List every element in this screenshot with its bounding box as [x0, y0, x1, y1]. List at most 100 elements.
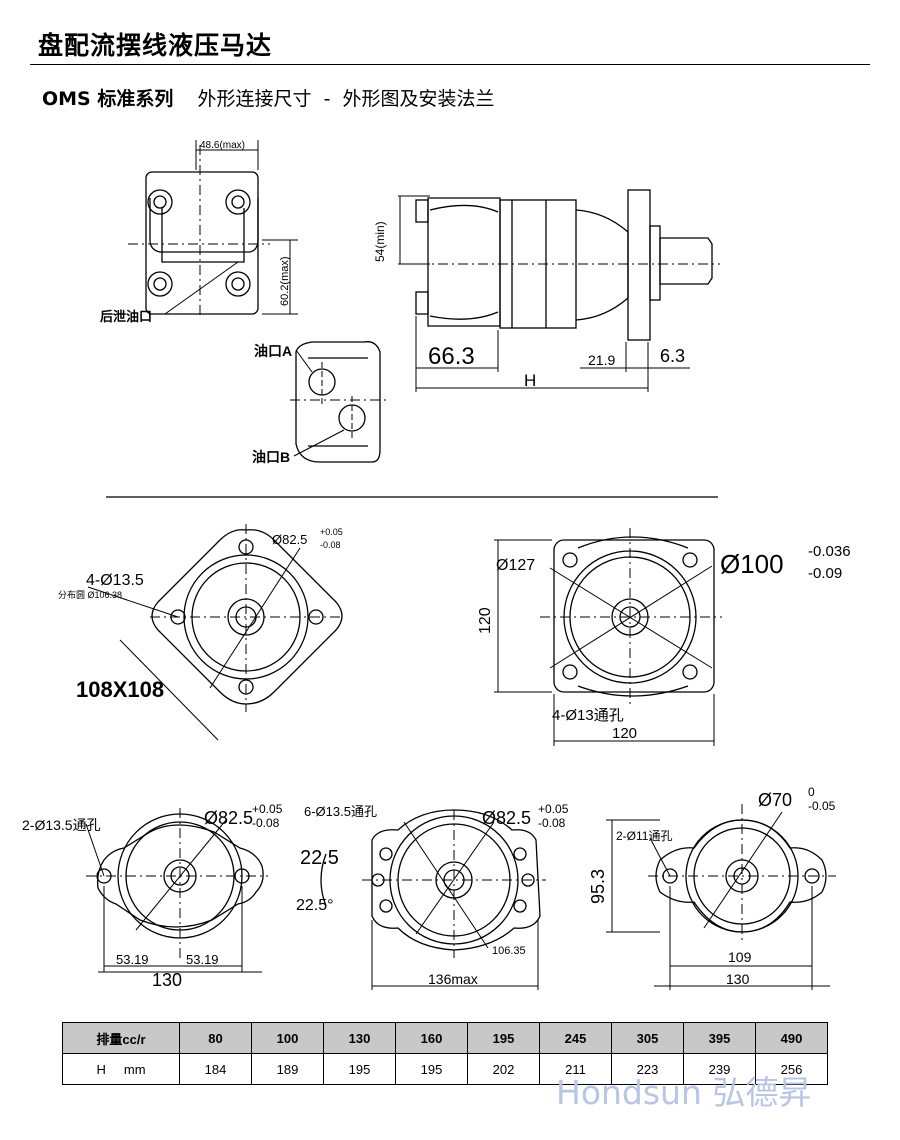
flange-2h-holes-label: 2-Ø13.5通孔 — [22, 817, 101, 833]
rear-cover-profile — [429, 204, 499, 320]
watermark: Hondsun 弘德昇 — [556, 1073, 812, 1112]
bolt-hole-top-right-inner — [231, 195, 245, 209]
bolt-hole-bottom-right — [225, 271, 251, 297]
flange-6h-angle-arc — [320, 853, 327, 907]
dim-219-label: 21.9 — [588, 352, 615, 368]
flange-2h-half-right: 53.19 — [186, 952, 219, 967]
port-view-outline — [295, 341, 381, 463]
bolt-hole-top-right — [225, 189, 251, 215]
flange-108-holes-label: 4-Ø13.5 — [86, 572, 144, 589]
output-shaft — [659, 237, 713, 285]
spec-h-cell: 189 — [251, 1053, 324, 1085]
series-name: OMS 标准系列 — [42, 88, 174, 110]
port-a-label: 油口A — [254, 343, 292, 359]
flange-oval-holes-label: 2-Ø11通孔 — [616, 829, 672, 843]
flange-6hole: 6-Ø13.5通孔 Ø82.5 +0.05 -0.08 22.5 22.5° 1… — [296, 802, 569, 990]
spec-h-cell: 184 — [179, 1053, 252, 1085]
bolt-hole-bottom-left-inner — [153, 277, 167, 291]
flange-6h-tol-down: -0.08 — [538, 816, 566, 830]
flange-108-pcd-label: 分布圆 Ø106.38 — [58, 589, 122, 600]
flange-6h-outline — [371, 809, 541, 951]
bolt-hole-bottom-right-inner — [231, 277, 245, 291]
flange-108-tol-up: +0.05 — [320, 527, 343, 537]
spec-displacement-cell: 195 — [467, 1022, 540, 1054]
flange-6h-tol-up: +0.05 — [538, 802, 569, 816]
flange-120-holes-label: 4-Ø13通孔 — [552, 707, 624, 724]
port-a-leader — [295, 349, 313, 373]
flange-6h-hole-4 — [513, 847, 527, 861]
flange-6h-pilot-label: Ø82.5 — [482, 808, 531, 828]
dim-max-width-label: 48.6(max) — [200, 140, 245, 151]
flange-6h-pcd-label: 106.35 — [492, 945, 526, 957]
spec-h-cell: 202 — [467, 1053, 540, 1085]
spec-h-cell: 256 — [755, 1053, 828, 1085]
spec-h-cell: 239 — [683, 1053, 756, 1085]
flange-120-pilot-label: Ø100 — [720, 549, 784, 579]
port-view: 油口A 油口B — [252, 341, 388, 465]
flange-2h-width-label: 130 — [152, 970, 182, 990]
port-boss-top — [415, 199, 429, 223]
dim-663-label: 66.3 — [428, 343, 475, 370]
dim-h-label: H — [524, 371, 536, 390]
spec-row-displacement: 排量cc/r 80 100 130 160 195 245 305 395 49… — [62, 1022, 828, 1054]
drain-port-label: 后泄油口 — [100, 309, 152, 324]
spec-displacement-cell: 490 — [755, 1022, 828, 1054]
flange-108-hole-leader — [87, 586, 179, 618]
flange-120-hole-br — [682, 664, 698, 680]
flange-108-hole-right — [308, 609, 324, 625]
flange-oval-hole-leader — [649, 837, 671, 877]
flange-120-profile — [577, 536, 689, 697]
spec-row-h: H mm 184 189 195 195 202 211 223 239 256 — [62, 1053, 828, 1085]
subtitle-text: 外形连接尺寸 - 外形图及安装法兰 — [197, 88, 495, 110]
flange-108-pilot-label: Ø82.5 — [272, 532, 307, 547]
flange-120-tol-down: -0.09 — [808, 565, 842, 582]
flange-oval: 2-Ø11通孔 Ø70 0 -0.05 95.3 109 130 — [588, 785, 836, 990]
spec-h-cell: 223 — [611, 1053, 684, 1085]
bolt-hole-bottom-left — [147, 271, 173, 297]
flange-120-outline — [553, 539, 715, 693]
spec-displacement-cell: 305 — [611, 1022, 684, 1054]
flange-2h-half-left: 53.19 — [116, 952, 149, 967]
spec-h-header: H mm — [62, 1053, 180, 1085]
spec-h-cell: 195 — [395, 1053, 468, 1085]
flange-120-diag-2 — [549, 565, 713, 669]
spec-displacement-cell: 80 — [179, 1022, 252, 1054]
flange-oval-hole-right — [804, 868, 820, 884]
flange-2h-pilot-label: Ø82.5 — [204, 808, 253, 828]
drain-port-leader — [164, 261, 239, 315]
title-divider — [30, 64, 870, 65]
housing — [575, 209, 629, 321]
flange-oval-dia-leader — [703, 811, 783, 929]
port-b-label: 油口B — [252, 449, 290, 465]
flange-2h-tol-down: -0.08 — [252, 816, 280, 830]
spec-displacement-cell: 245 — [539, 1022, 612, 1054]
flange-120-height-label: 120 — [477, 607, 494, 634]
flange-6h-width-label: 136max — [428, 971, 478, 987]
flange-oval-height-label: 95.3 — [588, 869, 608, 904]
page-title: 盘配流摆线液压马达 — [38, 31, 273, 60]
spec-displacement-header: 排量cc/r — [62, 1022, 180, 1054]
flange-120-hole-tr — [682, 552, 698, 568]
flange-oval-tol-up: 0 — [808, 785, 815, 799]
flange-oval-pitch-label: 109 — [728, 949, 752, 965]
flange-120-hole-bl — [562, 664, 578, 680]
spec-displacement-cell: 130 — [323, 1022, 396, 1054]
flange-6h-leader-2 — [415, 821, 495, 935]
flange-oval-pilot-label: Ø70 — [758, 790, 792, 810]
flange-6h-hole-3 — [379, 899, 393, 913]
flange-oval-width-label: 130 — [726, 971, 750, 987]
spec-table: 排量cc/r 80 100 130 160 195 245 305 395 49… — [62, 1022, 828, 1085]
spec-h-cell: 211 — [539, 1053, 612, 1085]
spec-displacement-cell: 100 — [251, 1022, 324, 1054]
flange-108-tol-down: -0.08 — [320, 540, 341, 550]
side-view-channel — [161, 208, 245, 263]
flange-6h-hole-1 — [379, 847, 393, 861]
spec-h-cell: 195 — [323, 1053, 396, 1085]
dim-54-label: 54(min) — [373, 221, 387, 262]
spec-displacement-cell: 395 — [683, 1022, 756, 1054]
bolt-hole-top-left-inner — [153, 195, 167, 209]
flange-6h-angle1-label: 22.5 — [300, 847, 339, 869]
flange-6h-hole-6 — [513, 899, 527, 913]
dim-max-height-label: 60.2(max) — [279, 256, 291, 306]
flange-108-size-dim — [119, 639, 219, 741]
